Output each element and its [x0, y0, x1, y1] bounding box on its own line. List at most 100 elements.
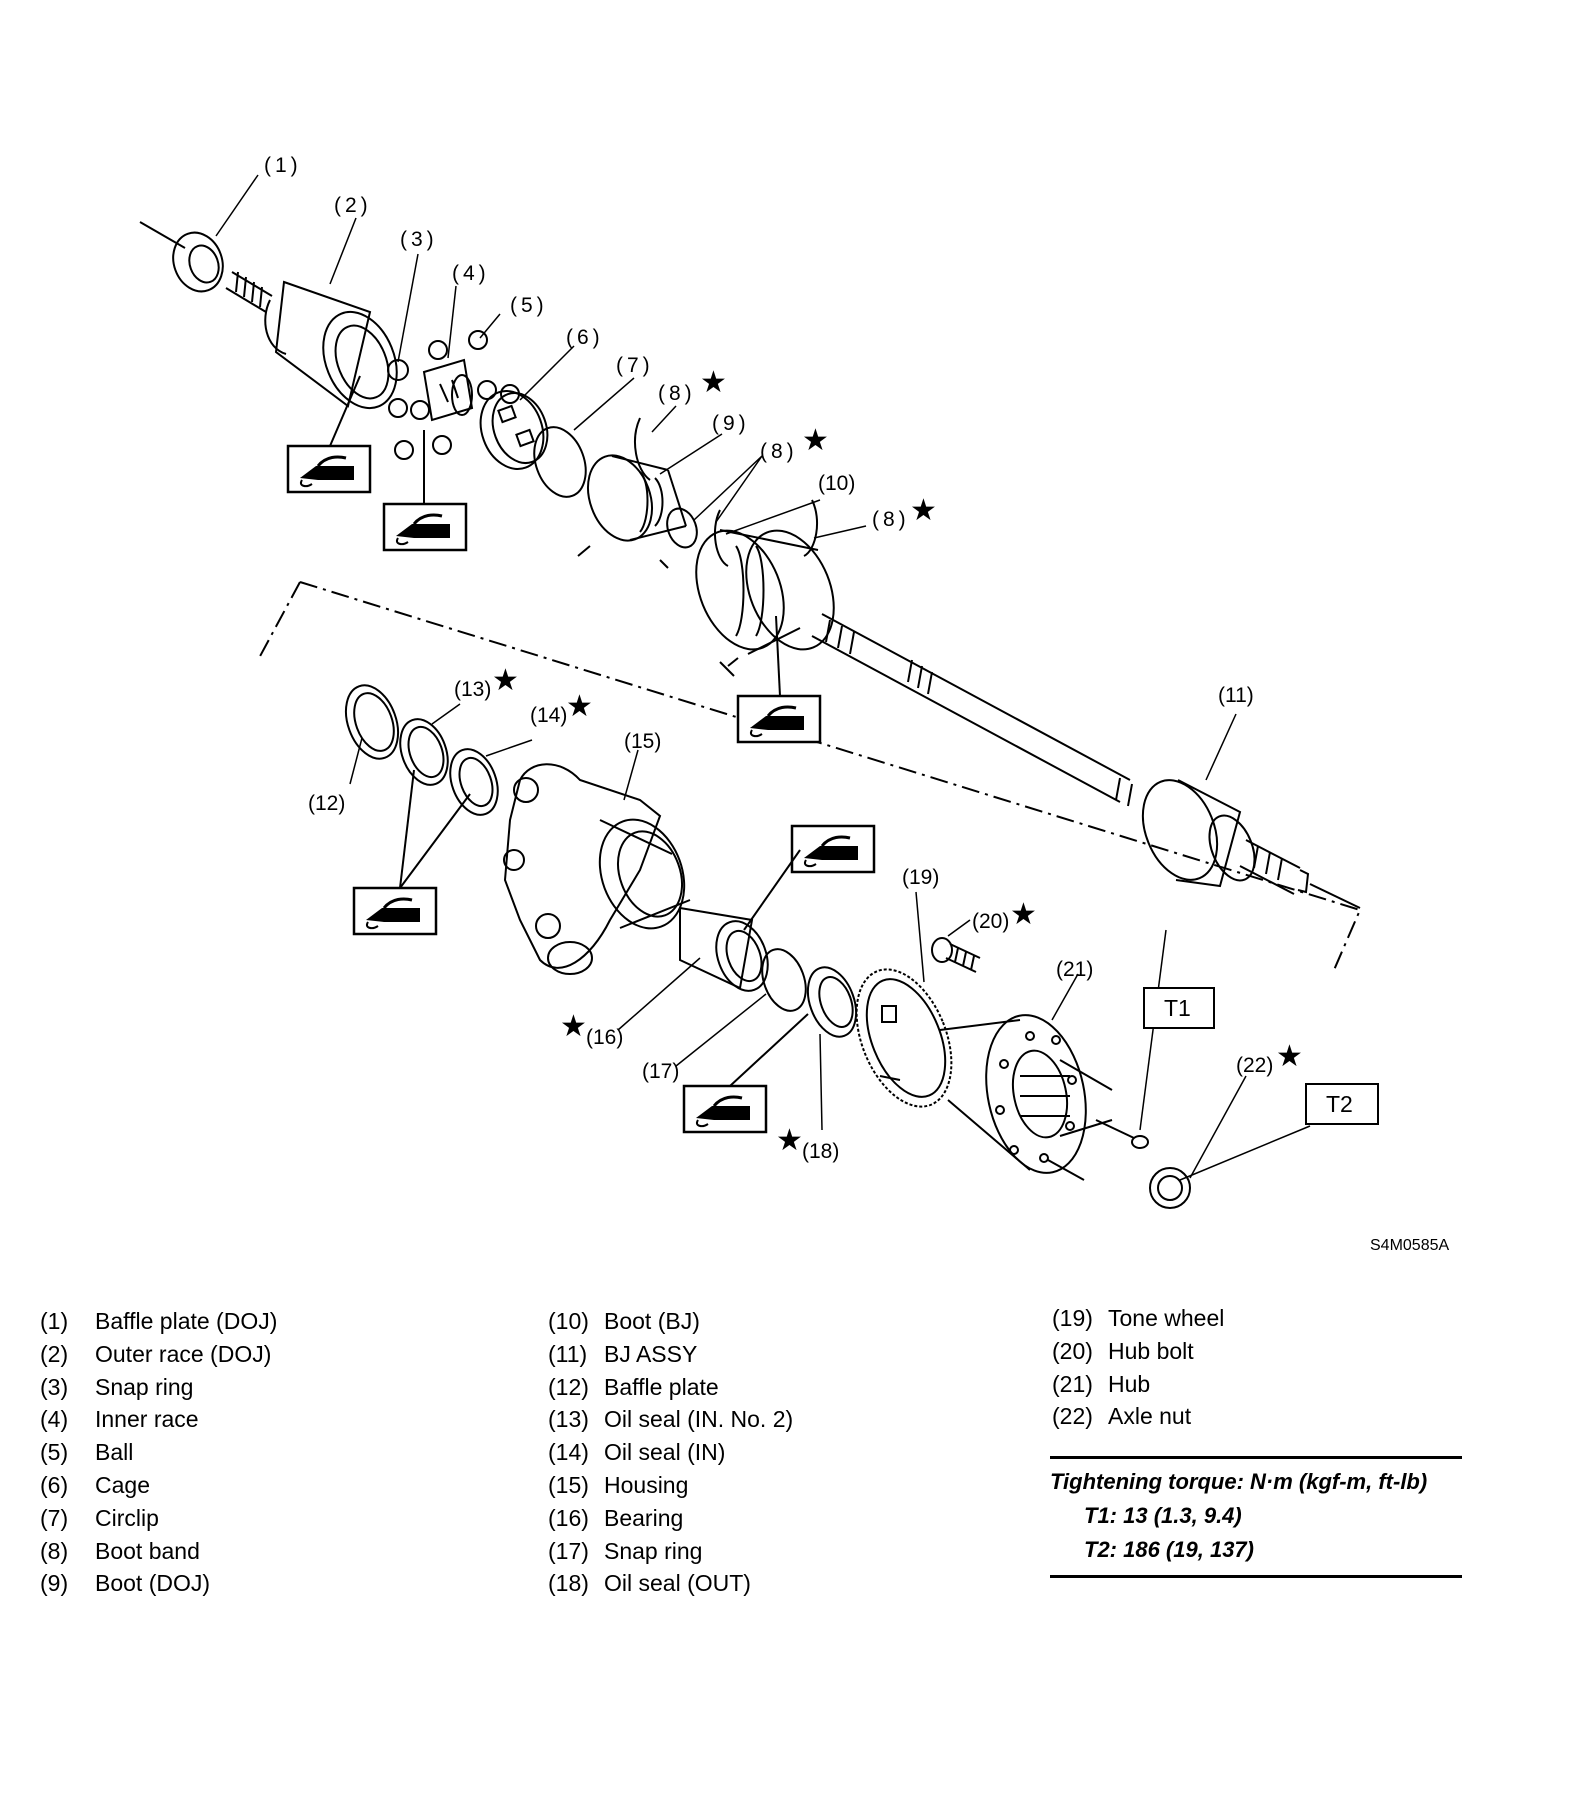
inner-race [422, 358, 474, 422]
grease-application-icon [736, 694, 822, 744]
svg-text:T1: T1 [1164, 995, 1191, 1021]
snap-ring-housing [761, 948, 807, 1012]
baffle-plate-doj [172, 231, 224, 293]
torque-t1: T1: 13 (1.3, 9.4) [1084, 1503, 1242, 1528]
callout-21: (21) [1056, 958, 1093, 981]
legend-column-3: (19)Tone wheel(20)Hub bolt(21)Hub(22)Axl… [1052, 1302, 1224, 1433]
legend-item-label: Snap ring [95, 1373, 194, 1400]
legend-item: (7) Circlip [40, 1502, 277, 1535]
legend-item-number: (8) [40, 1537, 69, 1564]
legend-item-label: Baffle plate [604, 1373, 719, 1400]
boot-bands [634, 417, 819, 567]
legend-item-number: (6) [40, 1471, 69, 1498]
legend-item-number: (14) [548, 1439, 589, 1466]
legend-item-number: (12) [548, 1373, 589, 1400]
legend-item-label: Axle nut [1108, 1403, 1192, 1430]
legend-item-number: (19) [1052, 1305, 1093, 1331]
legend-item: (6) Cage [40, 1469, 277, 1502]
legend-item-label: Oil seal (IN) [604, 1439, 726, 1466]
legend-item-label: Oil seal (OUT) [604, 1570, 751, 1597]
legend-item-label: Cage [95, 1471, 150, 1498]
legend-item: (16)Bearing [548, 1502, 793, 1535]
legend-item-label: Outer race (DOJ) [95, 1340, 272, 1367]
star-icon: ★ [776, 1123, 803, 1158]
callout-labels: (1) (2) (3) (4) (5) (6) (7) (8) (9) (8) … [264, 154, 1273, 1163]
figure-code: S4M0585A [1370, 1237, 1450, 1254]
grease-application-icon [682, 1084, 768, 1134]
exploded-axle-diagram: (1) (2) (3) (4) (5) (6) (7) (8) (9) (8) … [139, 154, 1379, 1209]
legend-item-label: Inner race [95, 1406, 199, 1433]
callout-9: (9) [712, 412, 750, 435]
callout-18: (18) [802, 1140, 839, 1163]
star-icon: ★ [566, 689, 593, 724]
legend-column-2: (10)Boot (BJ)(11)BJ ASSY(12) Baffle plate… [548, 1305, 793, 1600]
bj-assy [1141, 779, 1361, 909]
callout-7: (7) [616, 354, 654, 377]
legend-item: (15)Housing [548, 1469, 793, 1502]
torque-tag-t1: T1 [1143, 987, 1215, 1029]
star-icon: ★ [910, 493, 937, 528]
legend-item-label: Bearing [604, 1504, 684, 1531]
callout-11: (11) [1218, 684, 1254, 707]
callout-10: (10) [818, 472, 855, 495]
baffle-plate [344, 684, 400, 760]
grease-application-icon [382, 502, 468, 552]
replace-part-stars: ★ ★ ★ ★ ★ ★ ★ ★ ★ [492, 365, 1303, 1158]
legend-item-number: (9) [40, 1570, 69, 1597]
legend-item: (10)Boot (BJ) [548, 1305, 793, 1338]
legend-item-number: (1) [40, 1308, 69, 1334]
callout-16: (16) [586, 1026, 623, 1049]
axle-nut [1149, 1167, 1191, 1209]
legend-item-label: Hub [1108, 1370, 1151, 1397]
legend-item-number: (2) [40, 1340, 69, 1367]
callout-8-b: (8) [760, 440, 798, 463]
callout-8-a: (8) [658, 382, 696, 405]
grease-application-icon [352, 886, 438, 936]
balls [388, 330, 520, 460]
star-icon: ★ [700, 365, 727, 400]
callout-19: (19) [902, 866, 939, 889]
legend-item: (17) Snap ring [548, 1535, 793, 1568]
oil-seal-in-no2 [399, 718, 449, 786]
legend-item-number: (7) [40, 1504, 69, 1531]
legend-item-label: Snap ring [604, 1537, 703, 1564]
callout-22: (22) [1236, 1054, 1273, 1077]
boot-bj [695, 529, 835, 677]
callout-8-c: (8) [872, 508, 910, 531]
boot-doj [577, 454, 698, 569]
legend-item-number: (17) [548, 1537, 589, 1564]
legend-item-label: Hub bolt [1108, 1337, 1194, 1364]
legend-item-number: (5) [40, 1439, 69, 1466]
legend-item-number: (20) [1052, 1337, 1093, 1364]
tone-wheel [855, 968, 953, 1108]
legend-item-label: Oil seal (IN. No. 2) [604, 1406, 794, 1433]
oil-seal-in [449, 748, 499, 816]
legend-item-number: (18) [548, 1570, 589, 1597]
legend-item-label: Boot (DOJ) [95, 1570, 211, 1597]
legend-item-label: Boot (BJ) [604, 1308, 700, 1334]
torque-tag-t2: T2 [1305, 1083, 1379, 1125]
legend-item: (11)BJ ASSY [548, 1338, 793, 1371]
legend-item: (2) Outer race (DOJ) [40, 1338, 277, 1371]
callout-2: (2) [334, 194, 372, 217]
legend-item-number: (13) [548, 1406, 589, 1433]
legend-item-number: (15) [548, 1471, 589, 1498]
leader-lines [215, 174, 1311, 1181]
hub [939, 1014, 1113, 1181]
legend-item: (19)Tone wheel [1052, 1302, 1224, 1335]
legend-item: (4)Inner race [40, 1403, 277, 1436]
legend-item: (21)Hub [1052, 1368, 1224, 1401]
legend-item: (5)Ball [40, 1436, 277, 1469]
hub-bolt [931, 937, 981, 973]
legend-item-label: Circlip [95, 1504, 159, 1531]
torque-title: Tightening torque: N·m (kgf-m, ft-lb) [1050, 1469, 1428, 1494]
legend-item: (20) Hub bolt [1052, 1335, 1224, 1368]
callout-13: (13) [454, 678, 491, 701]
callout-1: (1) [264, 154, 302, 177]
star-icon: ★ [1276, 1039, 1303, 1074]
callout-5: (5) [510, 294, 548, 317]
callout-15: (15) [624, 730, 661, 753]
tightening-torque-box: Tightening torque: N·m (kgf-m, ft-lb) T1… [1050, 1456, 1462, 1578]
callout-20: (20) [972, 910, 1009, 933]
star-icon: ★ [802, 423, 829, 458]
